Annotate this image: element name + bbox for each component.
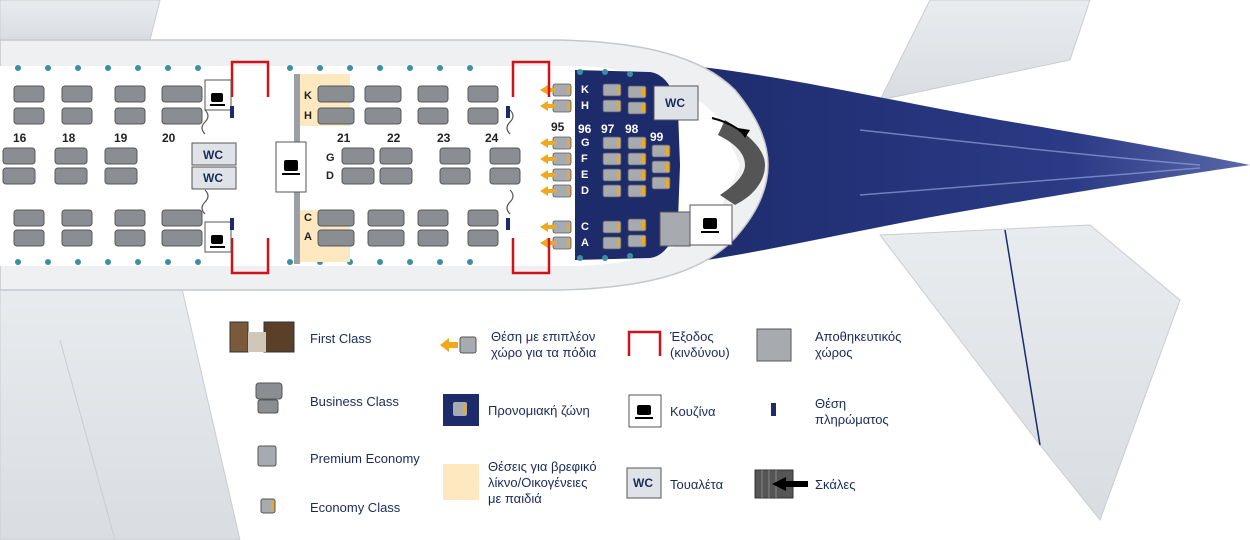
legend-exit-1: Έξοδος — [670, 329, 714, 344]
wc-label-3: WC — [665, 96, 685, 110]
seat-letter-a: A — [304, 231, 312, 243]
row-20: 20 — [162, 131, 176, 145]
storage-area — [659, 211, 691, 247]
legend-storage-2: χώρος — [815, 345, 853, 360]
exits — [230, 60, 551, 275]
seat-letter-g: G — [326, 152, 335, 164]
legend-stairs: Σκάλες — [815, 477, 856, 492]
legend-storage-1: Αποθηκευτικός — [815, 329, 902, 344]
tail-highlight-2 — [859, 167, 1201, 196]
legend-preferred: Προνομιακή ζώνη — [488, 403, 590, 418]
front-letter-g: G — [581, 137, 590, 149]
business-seats — [2, 85, 521, 247]
wc-label-1: WC — [203, 148, 223, 162]
front-letter-a: A — [581, 237, 589, 249]
row-16: 16 — [13, 131, 27, 145]
galleys — [204, 79, 733, 253]
row-18: 18 — [62, 131, 76, 145]
legend-business: Business Class — [310, 394, 399, 409]
legend-crew-1: Θέση — [815, 396, 847, 411]
legend-bassinet-2: λίκνο/Οικογένειες — [488, 475, 588, 490]
stabilizer-line — [1004, 229, 1041, 446]
legend-galley: Κουζίνα — [670, 404, 716, 419]
legend-legroom-2: χώρο για τα πόδια — [491, 345, 597, 360]
curtain-right — [506, 109, 514, 215]
windows — [15, 65, 633, 265]
economy-seats — [552, 83, 671, 250]
row-95: 95 — [551, 120, 565, 134]
legend-first: First Class — [310, 331, 372, 346]
row-98: 98 — [625, 122, 639, 136]
legend-premium: Premium Economy — [310, 451, 420, 466]
front-letter-k: K — [581, 84, 589, 96]
lavatories — [191, 85, 699, 190]
row-99: 99 — [650, 130, 664, 144]
row-96: 96 — [578, 122, 592, 136]
tail-highlight — [859, 129, 1201, 166]
legend-icons — [229, 321, 808, 514]
curtain-left — [201, 109, 209, 215]
legend-bassinet-3: με παιδιά — [488, 491, 542, 506]
wing-flap-line — [59, 339, 116, 540]
crew-seats — [230, 106, 510, 230]
row-22: 22 — [387, 131, 401, 145]
wc-label-2: WC — [203, 171, 223, 185]
row-97: 97 — [601, 122, 615, 136]
legend-legroom-1: Θέση με επιπλέον — [491, 329, 596, 344]
front-letter-c: C — [581, 221, 589, 233]
front-letter-h: H — [581, 100, 589, 112]
lower-wing — [0, 279, 241, 540]
legend-crew-2: πληρώματος — [815, 412, 889, 427]
legend-toilet: Τουαλέτα — [670, 477, 724, 492]
upper-wing — [0, 0, 161, 41]
front-letter-f: F — [581, 153, 588, 165]
legend-bassinet-1: Θέσεις για βρεφικό — [488, 459, 597, 474]
seat-letter-h: H — [304, 110, 312, 122]
front-letter-d: D — [581, 185, 589, 197]
seat-letter-k: K — [304, 90, 312, 102]
seat-letter-c: C — [304, 212, 312, 224]
stairs — [711, 117, 765, 205]
row-23: 23 — [437, 131, 451, 145]
row-19: 19 — [114, 131, 128, 145]
upper-stabilizer — [879, 0, 1091, 101]
row-24: 24 — [485, 131, 499, 145]
seat-letter-d: D — [326, 170, 334, 182]
row-21: 21 — [337, 131, 351, 145]
lower-stabilizer — [879, 224, 1181, 522]
wc-label-legend: WC — [633, 476, 653, 490]
legend-economy: Economy Class — [310, 500, 401, 515]
tail-cone — [650, 62, 1250, 268]
legend-exit-2: (κινδύνου) — [670, 345, 730, 360]
front-letter-e: E — [581, 169, 589, 181]
